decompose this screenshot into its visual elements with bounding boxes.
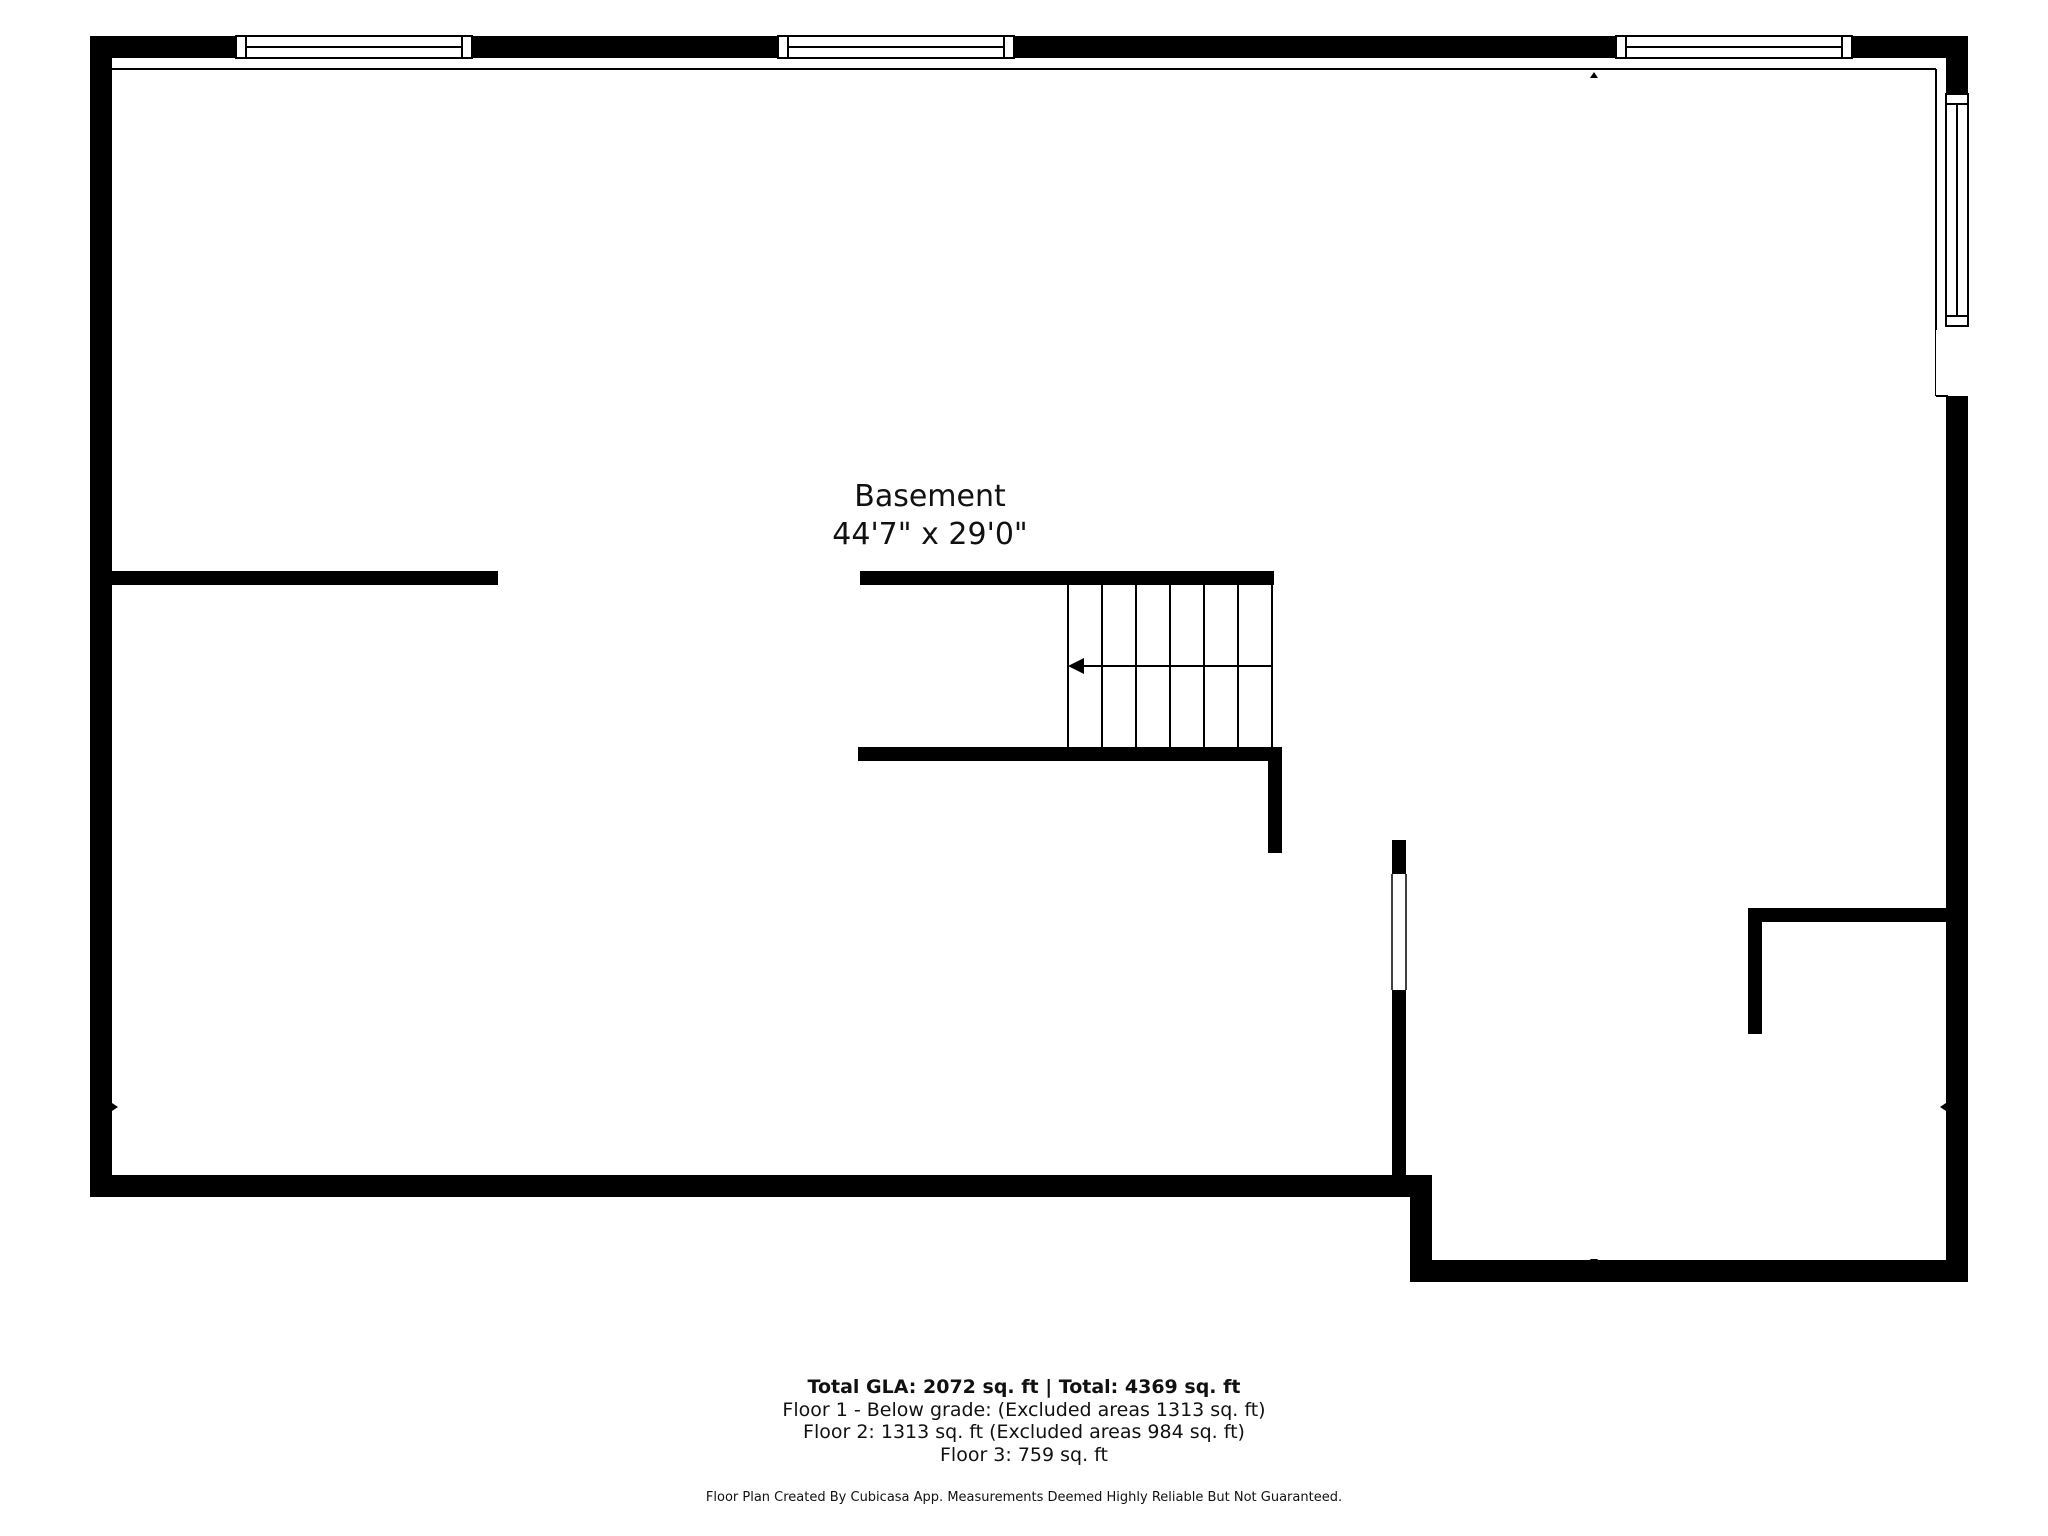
wall-top [90, 36, 1968, 58]
interior-walls [112, 571, 1968, 1197]
window-symbol [1615, 35, 1853, 59]
wall-step-vertical [1410, 1175, 1432, 1282]
windows-top [235, 35, 1853, 59]
stairs [1067, 585, 1273, 747]
door-opening [1391, 874, 1407, 990]
floor3-line: Floor 3: 759 sq. ft [940, 1443, 1108, 1466]
edge-marker-icon [1590, 1259, 1598, 1265]
window-symbol [235, 35, 473, 59]
wall-stair-bottom [858, 747, 1282, 761]
wall-partition-lower [1392, 990, 1406, 1197]
wall-stair-top [860, 571, 1274, 585]
wall-partition-upper [1392, 840, 1406, 874]
wall-left [90, 36, 112, 1197]
credit-note: Floor Plan Created By Cubicasa App. Meas… [705, 1490, 1343, 1505]
edge-marker-icon [112, 1103, 118, 1111]
wall-right-lower [1946, 396, 1968, 1282]
window-symbol [777, 35, 1015, 59]
wall-inner-lines [112, 68, 1937, 396]
area-summary: Total GLA: 2072 sq. ft | Total: 4369 sq.… [624, 1376, 1424, 1466]
room-dimensions: 44'7" x 29'0" [832, 517, 1028, 552]
exterior-walls [90, 36, 1968, 1282]
window-symbol [1945, 93, 1969, 327]
wall-bottom-left [90, 1175, 1432, 1197]
stair-direction-arrow-icon [1068, 658, 1084, 674]
wall-right-upper [1946, 36, 1968, 96]
floor1-line: Floor 1 - Below grade: (Excluded areas 1… [782, 1398, 1266, 1421]
wall-right-opening-fill [1936, 330, 1948, 396]
room-name: Basement [854, 479, 1006, 514]
wall-stair-side [1268, 747, 1282, 853]
wall-interior-left [112, 571, 498, 585]
wall-bottom-right [1410, 1260, 1968, 1282]
floor2-line: Floor 2: 1313 sq. ft (Excluded areas 984… [803, 1421, 1245, 1443]
edge-marker-icon [1590, 72, 1598, 78]
edge-marker-icon [1940, 1103, 1946, 1111]
total-area-line: Total GLA: 2072 sq. ft | Total: 4369 sq.… [807, 1376, 1241, 1398]
wall-closet-side [1748, 908, 1762, 1034]
wall-closet-top [1748, 908, 1968, 922]
edge-markers [112, 72, 1946, 1265]
room-label: Basement 44'7" x 29'0" [730, 478, 1130, 554]
